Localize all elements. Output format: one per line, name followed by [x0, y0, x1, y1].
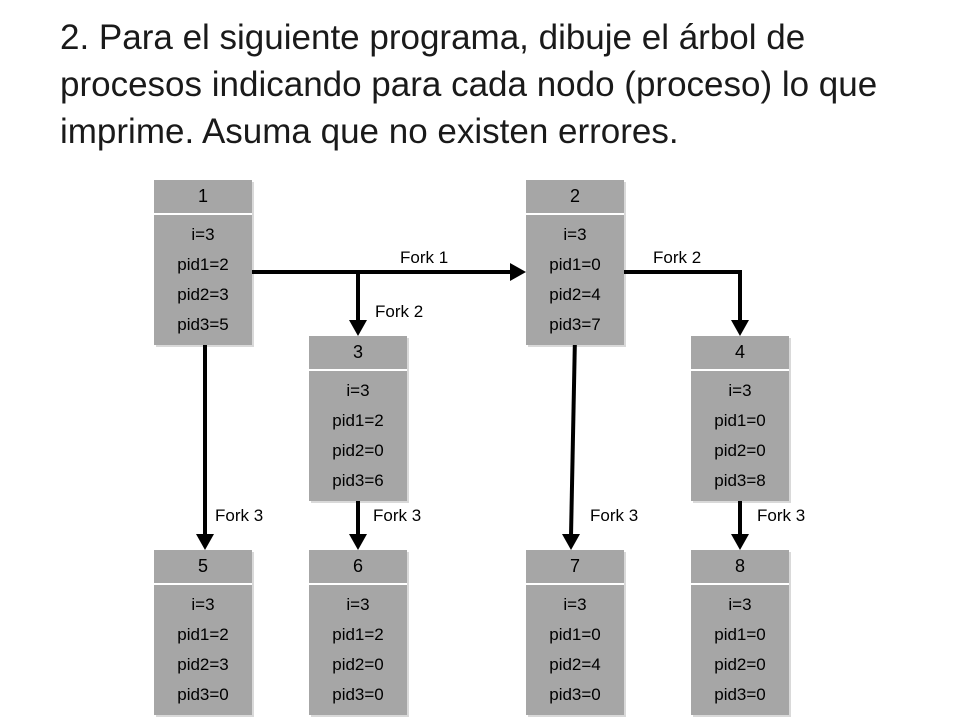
- edge-2-4-line: [623, 270, 742, 322]
- process-node-7: 7 i=3 pid1=0 pid2=4 pid3=0: [526, 550, 624, 715]
- arrowhead-2-4: [731, 320, 749, 336]
- node-line: pid1=2: [332, 411, 384, 430]
- arrowhead-4-8: [731, 534, 749, 550]
- node-line: pid3=8: [714, 471, 766, 490]
- arrowhead-fork1: [510, 263, 526, 281]
- arrowhead-3-6: [349, 534, 367, 550]
- page-title: 2. Para el siguiente programa, dibuje el…: [60, 18, 878, 151]
- node-line: pid2=0: [332, 441, 384, 460]
- node-id: 8: [691, 550, 789, 585]
- node-line: pid2=4: [549, 285, 601, 304]
- node-line: pid2=0: [332, 655, 384, 674]
- node-line: pid1=0: [549, 625, 601, 644]
- node-line: i=3: [191, 225, 215, 244]
- process-node-4: 4 i=3 pid1=0 pid2=0 pid3=8: [691, 336, 789, 501]
- node-line: pid3=0: [332, 685, 384, 704]
- process-node-3: 3 i=3 pid1=2 pid2=0 pid3=6: [309, 336, 407, 501]
- node-line: pid1=0: [714, 411, 766, 430]
- node-line: i=3: [191, 595, 215, 614]
- process-node-2: 2 i=3 pid1=0 pid2=4 pid3=7: [526, 180, 624, 345]
- arrowhead-2-7: [562, 534, 580, 550]
- edge-label-1-3: Fork 2: [375, 302, 424, 321]
- node-line: i=3: [728, 381, 752, 400]
- node-line: i=3: [563, 225, 587, 244]
- edge-label-4-8: Fork 3: [757, 506, 806, 525]
- node-line: pid3=0: [549, 685, 601, 704]
- node-id: 6: [309, 550, 407, 585]
- node-line: pid3=6: [332, 471, 384, 490]
- edge-2-7-line: [569, 335, 577, 537]
- node-line: pid2=3: [177, 655, 229, 674]
- edge-label-2-7: Fork 3: [590, 506, 639, 525]
- node-line: pid1=2: [177, 625, 229, 644]
- process-node-8: 8 i=3 pid1=0 pid2=0 pid3=0: [691, 550, 789, 715]
- node-line: i=3: [346, 595, 370, 614]
- node-line: pid2=0: [714, 655, 766, 674]
- node-id: 5: [154, 550, 252, 585]
- edge-label-2-4: Fork 2: [653, 248, 702, 267]
- node-line: pid3=0: [714, 685, 766, 704]
- node-line: pid1=0: [549, 255, 601, 274]
- arrowhead-1-3: [349, 320, 367, 336]
- edge-label-fork1: Fork 1: [400, 248, 449, 267]
- node-id: 7: [526, 550, 624, 585]
- node-id: 4: [691, 336, 789, 371]
- node-line: pid1=2: [177, 255, 229, 274]
- node-line: pid2=4: [549, 655, 601, 674]
- process-node-5: 5 i=3 pid1=2 pid2=3 pid3=0: [154, 550, 252, 715]
- arrowhead-1-5: [196, 534, 214, 550]
- node-line: pid3=7: [549, 315, 601, 334]
- edge-label-1-5: Fork 3: [215, 506, 264, 525]
- node-id: 3: [309, 336, 407, 371]
- node-line: pid3=0: [177, 685, 229, 704]
- process-node-1: 1 i=3 pid1=2 pid2=3 pid3=5: [154, 180, 252, 345]
- node-line: pid2=3: [177, 285, 229, 304]
- node-line: pid2=0: [714, 441, 766, 460]
- node-line: i=3: [346, 381, 370, 400]
- node-line: i=3: [728, 595, 752, 614]
- node-id: 1: [154, 180, 252, 215]
- node-line: pid3=5: [177, 315, 229, 334]
- node-line: pid1=2: [332, 625, 384, 644]
- edge-label-3-6: Fork 3: [373, 506, 422, 525]
- node-line: i=3: [563, 595, 587, 614]
- node-line: pid1=0: [714, 625, 766, 644]
- process-node-6: 6 i=3 pid1=2 pid2=0 pid3=0: [309, 550, 407, 715]
- node-id: 2: [526, 180, 624, 215]
